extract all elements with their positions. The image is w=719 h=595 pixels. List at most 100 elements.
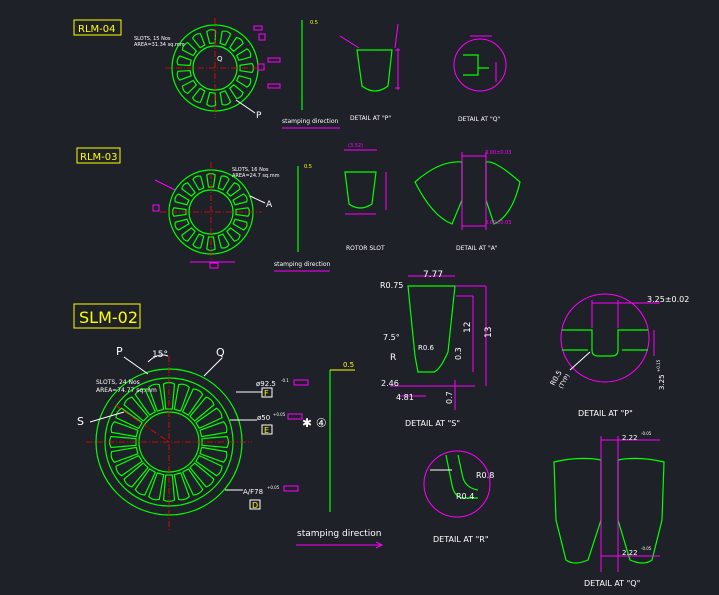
slot-outline xyxy=(123,396,149,422)
detail-q-large-dim-top: 2.22 xyxy=(622,434,638,442)
slot-outline xyxy=(174,218,190,231)
slot-outline xyxy=(181,79,198,95)
detail-q-large xyxy=(553,436,665,572)
rlm03-detail-a-caption: DETAIL AT "A" xyxy=(456,245,498,252)
slot-outline xyxy=(235,48,252,62)
slot-outline xyxy=(173,472,191,501)
slot-outline xyxy=(181,468,204,496)
title-slm02: SLM-02 xyxy=(79,308,138,327)
slot-outline xyxy=(232,218,248,231)
slot-outline xyxy=(173,383,191,412)
detail-s xyxy=(390,275,487,410)
slot-outline xyxy=(176,55,192,67)
detail-s-width: 7.77 xyxy=(423,270,443,280)
detail-r-r-top: R0.8 xyxy=(476,471,494,480)
slot-outline xyxy=(147,472,165,501)
slm02-dia-outer-tol: -0.1 xyxy=(281,378,289,383)
rlm04-detail-q xyxy=(453,35,507,92)
rlm04-label-p: P xyxy=(256,111,262,121)
slot-outline xyxy=(217,175,230,191)
rlm03-detail-a-dim-bot: 3.00±0.03 xyxy=(485,220,511,226)
slm02-af-tol: +0.05 xyxy=(267,485,280,490)
detail-s-h-inner: 12 xyxy=(463,322,473,333)
slot-outline xyxy=(176,69,192,81)
rlm03-rotor-slot-caption: ROTOR SLOT xyxy=(346,245,385,252)
detail-s-caption: DETAIL AT "S" xyxy=(405,419,460,428)
detail-p-large-dim: 3.25±0.02 xyxy=(647,295,689,304)
slot-outline xyxy=(181,227,196,242)
slot-outline xyxy=(181,388,204,416)
slot-outline xyxy=(205,29,217,45)
slm02-area-note: AREA=74.77 sq.mm xyxy=(96,387,157,394)
rlm04-stamping-label: stamping direction xyxy=(282,118,338,125)
detail-s-dim-03: 0.3 xyxy=(454,347,463,360)
slm02-dia-outer: ø92.5 xyxy=(256,380,276,388)
slot-outline xyxy=(235,207,251,217)
slot-outline xyxy=(201,435,230,449)
slot-outline xyxy=(191,87,206,103)
slot-outline xyxy=(195,454,223,477)
rlm04-area-note: AREA=31.34 sq.mm xyxy=(134,42,185,48)
detail-p-large-caption: DETAIL AT "P" xyxy=(578,409,633,418)
rlm03-detail-a-dim-top: 3.00±0.03 xyxy=(485,150,511,156)
slot-outline xyxy=(192,175,205,191)
detail-r-r-bot: R0.4 xyxy=(456,492,474,501)
slot-outline xyxy=(115,454,143,477)
slm02-box-d: D xyxy=(252,501,258,510)
slm02-af: A/F78 xyxy=(243,488,263,496)
slot-outline xyxy=(206,172,216,188)
slot-outline xyxy=(115,407,143,430)
slot-outline xyxy=(134,388,157,416)
slot-outline xyxy=(181,182,196,197)
detail-s-angle: 7.5° xyxy=(383,333,400,342)
detail-s-label-r: R xyxy=(390,353,396,363)
slot-outline xyxy=(199,446,228,464)
rlm03-dim-top: 0.5 xyxy=(304,164,312,170)
rlm03-rotor xyxy=(160,162,262,262)
slm02-box-e: E xyxy=(264,426,269,435)
slot-outline xyxy=(192,233,205,249)
rlm04-detail-p xyxy=(339,23,400,92)
rlm04-detail-q-caption: DETAIL AT "Q" xyxy=(458,116,500,123)
slot-outline xyxy=(205,91,217,107)
slot-outline xyxy=(162,381,176,410)
detail-s-r-top: R0.75 xyxy=(380,281,403,290)
rlm04-rotor xyxy=(165,18,265,118)
rlm03-rotor-slot xyxy=(344,149,387,215)
slm02-dia-inner: ø50 xyxy=(257,414,270,422)
detail-r-caption: DETAIL AT "R" xyxy=(433,535,489,544)
detail-p-large-h: 3.25 xyxy=(658,374,666,390)
slot-outline xyxy=(239,62,255,74)
title-box-slm02 xyxy=(73,303,141,329)
slot-outline xyxy=(226,227,241,242)
title-box-rlm04 xyxy=(73,19,122,36)
rlm04-detail-p-caption: DETAIL AT "P" xyxy=(350,115,391,122)
detail-s-r-mid: R0.6 xyxy=(418,344,435,352)
slot-outline xyxy=(108,435,137,449)
slot-outline xyxy=(110,420,139,438)
rlm04-slots-note: SLOTS, 15 Nos xyxy=(134,36,171,42)
slot-outline xyxy=(235,74,252,88)
rlm03-area-note: AREA=24.7 sq.mm xyxy=(232,173,280,179)
slot-outline xyxy=(191,33,206,49)
slm02-label-s: S xyxy=(77,415,84,428)
slot-outline xyxy=(162,474,176,503)
rlm03-label-a: A xyxy=(266,200,273,210)
slot-outline xyxy=(174,193,190,206)
slot-outline xyxy=(219,30,232,46)
slm02-stamping-label: stamping direction xyxy=(297,529,381,539)
rlm03-dim-width: (3.52) xyxy=(348,143,363,149)
slot-outline xyxy=(123,462,149,488)
slot-outline xyxy=(134,468,157,496)
slm02-label-q: Q xyxy=(216,346,225,359)
rlm04-label-q: Q xyxy=(217,55,223,63)
detail-r xyxy=(423,450,491,518)
slot-outline xyxy=(199,420,228,438)
slot-outline xyxy=(189,396,215,422)
detail-q-large-dim-bot-tol: -0.05 xyxy=(641,546,652,551)
detail-s-h-outer: 13 xyxy=(484,327,494,338)
slm02-star-ref: ✱ ④ xyxy=(302,416,327,430)
title-rlm03: RLM-03 xyxy=(80,152,117,163)
detail-p-large xyxy=(560,293,660,383)
slot-outline xyxy=(206,236,216,252)
